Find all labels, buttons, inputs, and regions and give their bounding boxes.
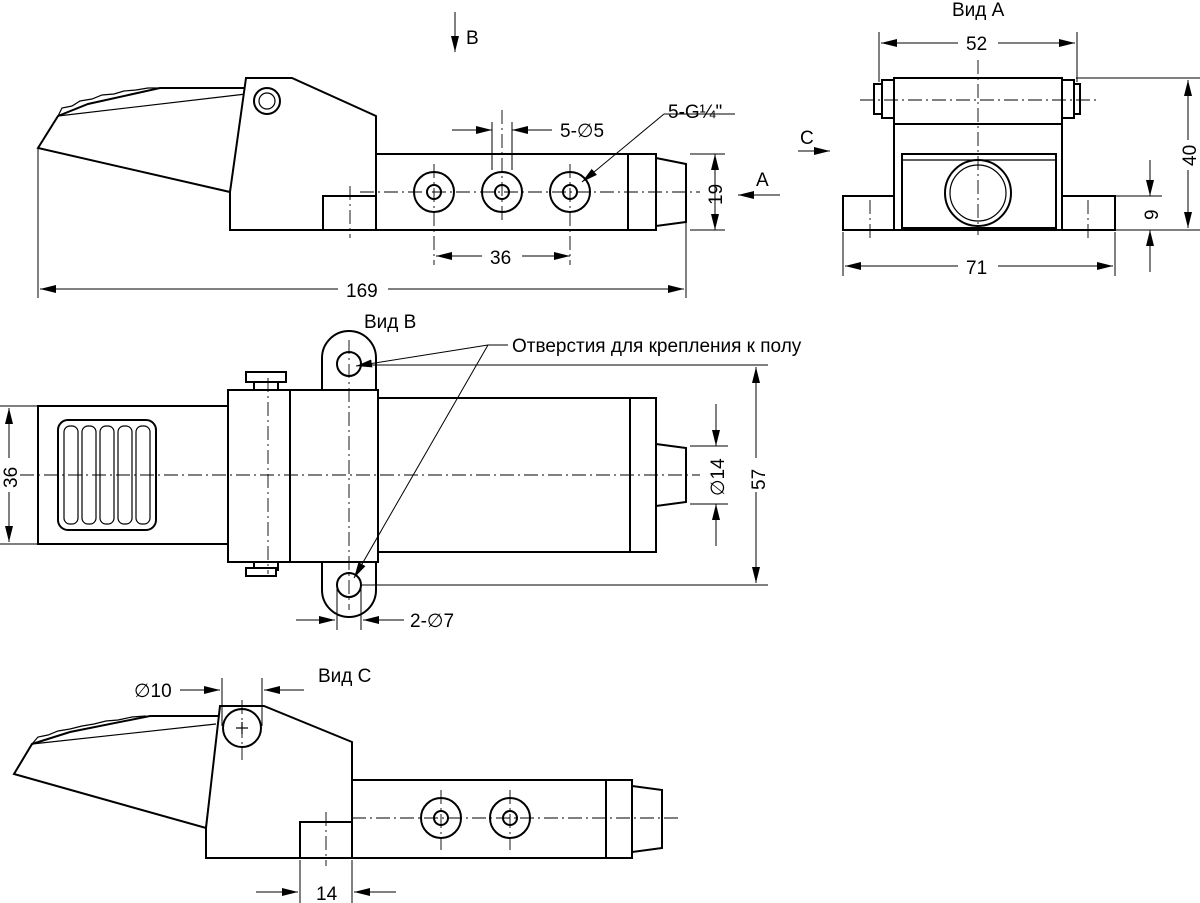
note-mount-holes: Отверстия для крепления к полу <box>512 336 802 357</box>
dim-overall-length: 169 <box>346 281 378 302</box>
dim-port-holes: 5-∅5 <box>560 121 604 142</box>
view-b: Вид В <box>0 312 802 632</box>
mount-lug-top <box>321 330 377 391</box>
view-c-title: Вид С <box>318 666 371 687</box>
dim-view-b-pedal-width: 36 <box>1 467 22 488</box>
view-c: Вид С ∅10 <box>12 666 680 903</box>
dim-mount-holes: 2-∅7 <box>410 611 454 632</box>
front-view: B A 5-∅5 5-G¼" 19 36 169 <box>36 12 780 302</box>
view-a-opening <box>901 153 1057 229</box>
label-arrow-b: B <box>466 28 479 49</box>
dim-view-a-base-width: 71 <box>966 258 987 279</box>
label-arrow-c: C <box>800 128 814 149</box>
dim-view-b-nozzle-dia: ∅14 <box>708 458 729 496</box>
dim-port-pitch: 36 <box>490 248 511 269</box>
view-c-pedal <box>12 715 222 830</box>
dim-view-a-top-width: 52 <box>966 34 987 55</box>
label-arrow-a: A <box>756 170 769 191</box>
dim-body-height: 19 <box>706 184 727 205</box>
pedal <box>36 87 252 194</box>
dim-port-thread: 5-G¼" <box>668 102 722 123</box>
view-a-title: Вид А <box>952 0 1005 21</box>
pivot-pin <box>253 87 281 115</box>
foot-block <box>322 195 377 231</box>
dim-view-c-pin-dia: ∅10 <box>134 681 172 702</box>
dim-view-a-base-height: 9 <box>1142 209 1163 220</box>
view-b-housing <box>227 389 379 563</box>
view-c-valve-body <box>351 779 607 859</box>
view-c-nozzle <box>631 784 663 854</box>
view-a: Вид А C 52 71 <box>798 0 1200 279</box>
dim-view-a-height: 40 <box>1180 145 1200 166</box>
dim-view-b-mount-span: 57 <box>749 469 770 490</box>
dim-view-c-foot-width: 14 <box>316 884 338 903</box>
view-b-title: Вид В <box>364 312 416 333</box>
